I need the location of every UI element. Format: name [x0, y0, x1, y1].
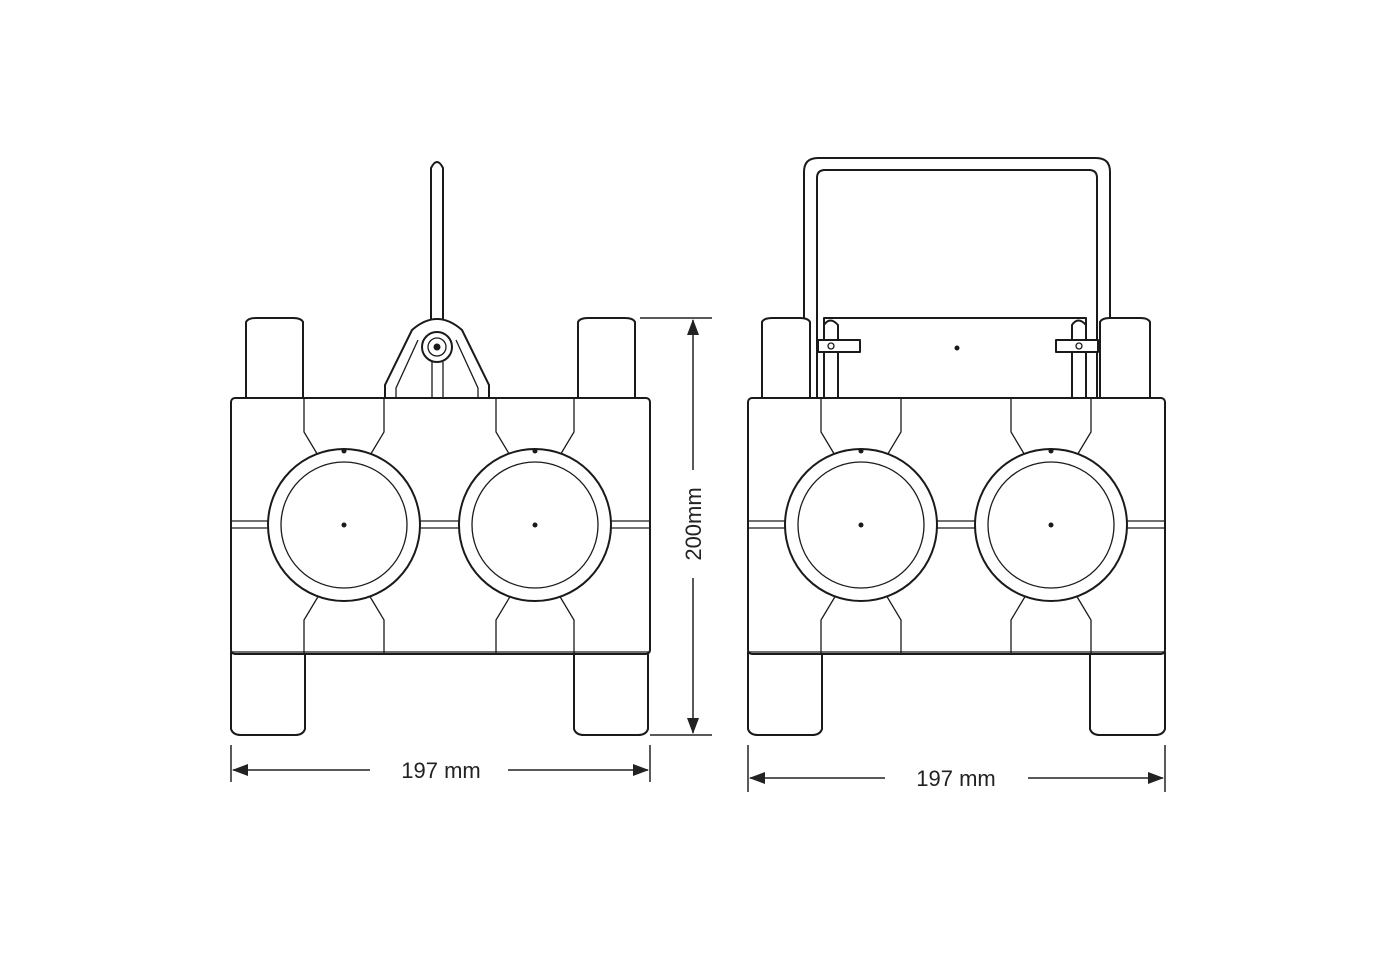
dimension-left-width: 197 mm: [230, 745, 651, 783]
right-bottom-foot-b: [1089, 651, 1166, 736]
right-width-label: 197 mm: [916, 766, 995, 791]
antenna-mount: [384, 318, 490, 401]
dimension-right-width: 197 mm: [747, 745, 1166, 792]
handle-bracket-left: [817, 319, 861, 401]
left-lens-1: [267, 448, 421, 602]
handle-bracket-right: [1055, 319, 1099, 401]
left-view: [230, 161, 651, 736]
right-view: [747, 157, 1166, 736]
right-top-foot-b: [1099, 317, 1151, 401]
height-label: 200mm: [681, 487, 706, 560]
carry-handle: [803, 157, 1111, 403]
dimension-height: 200mm: [640, 317, 712, 736]
left-top-foot-a: [245, 317, 304, 401]
left-width-label: 197 mm: [401, 758, 480, 783]
back-plate-screw: [954, 345, 960, 351]
antenna: [430, 161, 444, 393]
right-lens-2: [974, 448, 1128, 602]
back-plate: [823, 317, 1087, 401]
right-lens-1: [784, 448, 938, 602]
left-bottom-foot-a: [230, 651, 306, 736]
right-top-foot-a: [761, 317, 811, 401]
left-top-foot-b: [577, 317, 636, 401]
left-lens-2: [458, 448, 612, 602]
left-bottom-foot-b: [573, 651, 649, 736]
right-bottom-foot-a: [747, 651, 823, 736]
